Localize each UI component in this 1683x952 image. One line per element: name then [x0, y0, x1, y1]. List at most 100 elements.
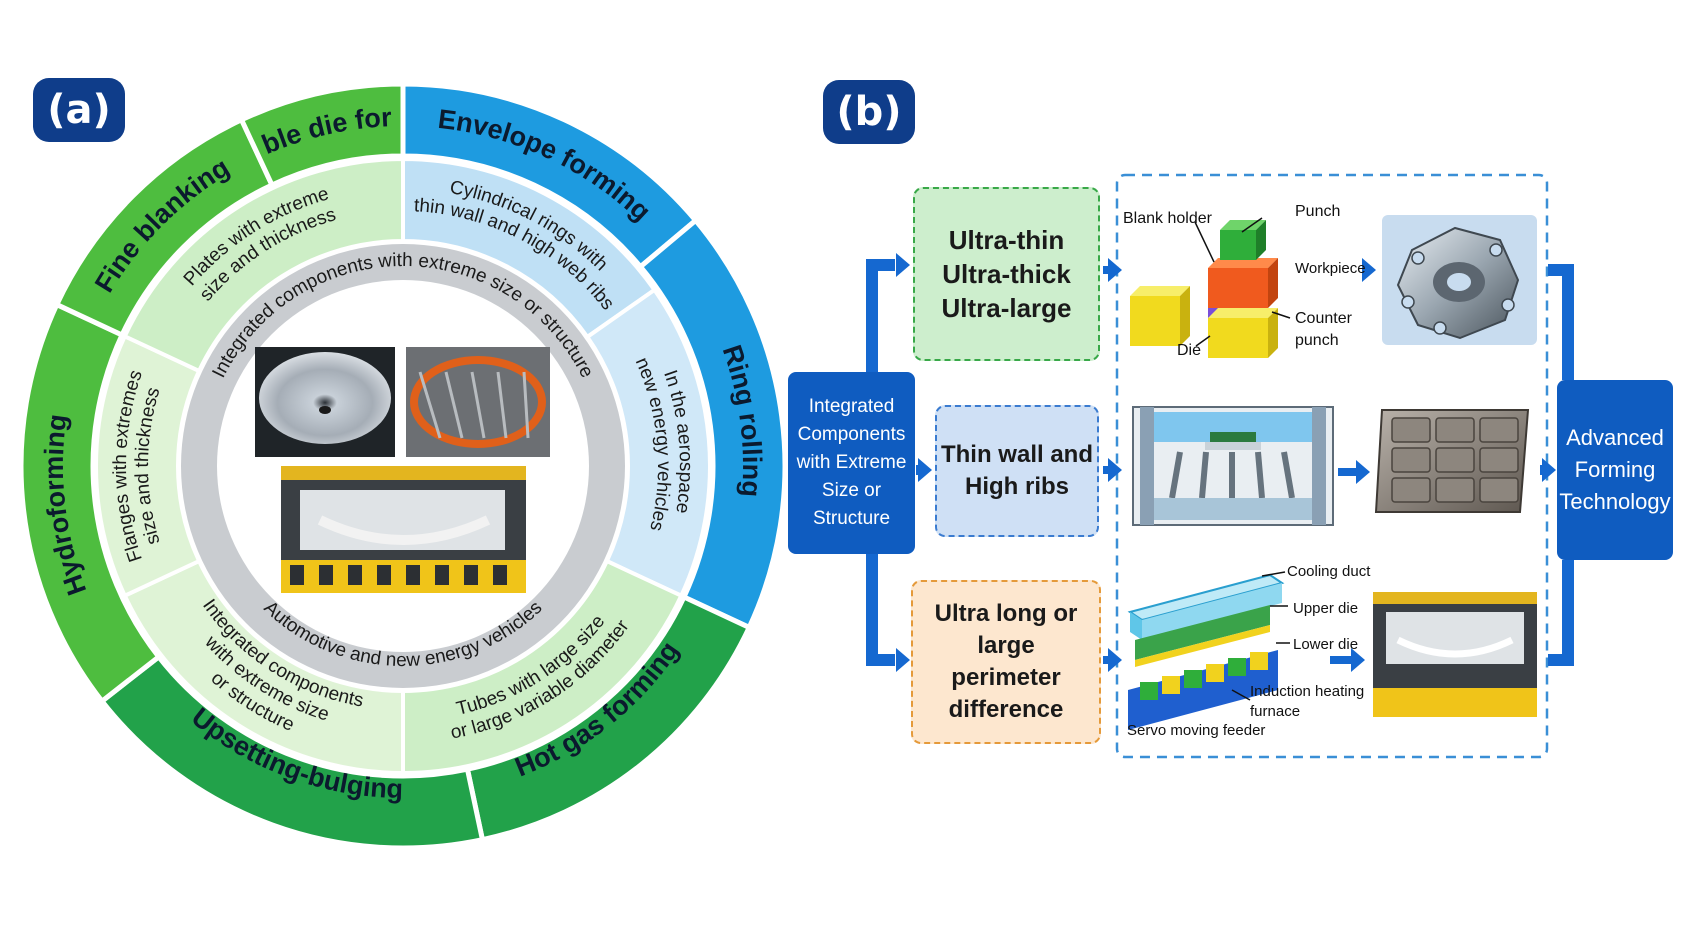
category-long-line-2: perimeter [951, 664, 1061, 691]
right-box: Advanced Forming Technology [1557, 380, 1673, 560]
product-press-photo [1373, 592, 1537, 717]
flange-bolt-hole [1401, 295, 1415, 309]
arrow-right-bottom [1548, 560, 1574, 666]
category-long-line-3: difference [948, 696, 1064, 723]
arrow-right-top [1548, 264, 1574, 380]
photo-ring-strut [418, 371, 442, 439]
press-linkage [1255, 451, 1265, 499]
press-feet [464, 565, 478, 585]
press-workpiece [317, 515, 491, 545]
leader-die [1195, 335, 1211, 347]
cooling-duct-front [1142, 583, 1282, 640]
photo-b-workpiece [1396, 636, 1514, 658]
arrow-proc-head-0 [1362, 258, 1376, 282]
photo-dish-hole [319, 406, 331, 414]
lower-die-block [1206, 664, 1224, 682]
press-linkage [1199, 451, 1209, 499]
category-ultra-box: Ultra-thin Ultra-thick Ultra-large [913, 187, 1100, 361]
press-illustration [1132, 406, 1334, 526]
arrow-bottom-branch [866, 554, 895, 666]
panel-b-label: (b) [823, 80, 915, 144]
tray-cell [1391, 447, 1431, 473]
flange-bolt-hole [1501, 298, 1515, 312]
tray-cell [1435, 417, 1475, 443]
label-blank-holder: Blank holder [1123, 210, 1212, 227]
tray-cell [1479, 447, 1519, 473]
product-tray-image [1374, 409, 1530, 513]
press-bed-lower [1154, 498, 1312, 520]
center-box: Integrated Components with Extreme Size … [788, 372, 915, 554]
label-counter-punch: Counter punch [1295, 310, 1352, 349]
photo-b-top [1373, 592, 1537, 604]
press-feet [493, 565, 507, 585]
middle-sector-plates [122, 156, 405, 374]
flange-hole [1447, 273, 1471, 291]
counter-punch-block [1208, 308, 1278, 358]
category-thin-box: Thin wall and High ribs [935, 405, 1099, 537]
label-workpiece: Workpiece [1295, 260, 1366, 277]
label-punch: Punch [1295, 203, 1341, 220]
leader-cooling [1261, 571, 1286, 577]
arrow-bottom-head [896, 648, 910, 672]
category-thin-line-1: Thin wall and [940, 441, 1093, 468]
tray-cell [1479, 417, 1519, 443]
upper-die-stripe [1135, 625, 1270, 667]
tray-cell [1435, 447, 1475, 473]
panel-a-label: (a) [33, 78, 125, 142]
leader-punch [1241, 217, 1263, 233]
press-feet [290, 565, 304, 585]
label-induction: Induction heating furnace [1250, 683, 1365, 720]
press-linkage [1281, 451, 1295, 499]
label-lower-die: Lower die [1293, 636, 1359, 653]
arrow-top-head [896, 253, 910, 277]
flange-bolt-hole [1411, 251, 1425, 265]
leader-induction [1231, 689, 1251, 701]
arrow-proc-head-1 [1356, 460, 1370, 484]
photo-ring-orange [410, 356, 546, 448]
lower-die-block [1140, 682, 1158, 700]
arrow-cat-head-1 [1108, 258, 1122, 282]
press-feet [348, 565, 362, 585]
photo-press-machine [281, 466, 526, 593]
label-upper-die: Upper die [1293, 600, 1359, 617]
leader-blank-holder [1194, 221, 1215, 263]
tray-cell [1391, 477, 1431, 503]
category-thin-line-2: High ribs [964, 473, 1069, 500]
photo-ring-strut [470, 371, 486, 439]
tray-cell [1391, 417, 1431, 443]
photo-ring-strut [444, 371, 464, 439]
arrow-cat-head-3 [1108, 648, 1122, 672]
press-ram [1205, 442, 1261, 450]
label-servo: Servo moving feeder [1127, 722, 1266, 739]
right-box-text: Advanced Forming Technology [1559, 425, 1671, 514]
press-feet [319, 565, 333, 585]
press-bottom [281, 560, 526, 593]
category-long-line-1: Ultra long or large [934, 600, 1078, 659]
hot-gas-die-illustration [1127, 571, 1290, 730]
upper-die [1135, 605, 1270, 660]
photo-b-bottom [1373, 688, 1537, 717]
blank-holder-block [1208, 258, 1278, 308]
cooling-duct-side [1130, 612, 1142, 640]
arrow-top-branch [866, 259, 895, 372]
arrow-right-mid-head [1542, 458, 1556, 482]
arrow-proc-head-2 [1351, 648, 1365, 672]
die-set-illustration [1130, 217, 1291, 358]
lower-die-block [1228, 658, 1246, 676]
lower-die-block [1162, 676, 1180, 694]
panel-b-flow-diagram [866, 173, 1574, 759]
tray-cell [1435, 477, 1475, 503]
press-linkage [1169, 451, 1183, 499]
product-flange-image [1382, 215, 1537, 345]
tray-cell [1479, 477, 1519, 503]
punch-block [1220, 220, 1266, 260]
category-ultra-line-3: Ultra-large [941, 293, 1072, 323]
press-feet [435, 565, 449, 585]
press-column-right [1312, 407, 1326, 525]
label-cooling-duct: Cooling duct [1287, 563, 1371, 580]
press-feet [377, 565, 391, 585]
flange-bolt-hole [1433, 321, 1447, 335]
